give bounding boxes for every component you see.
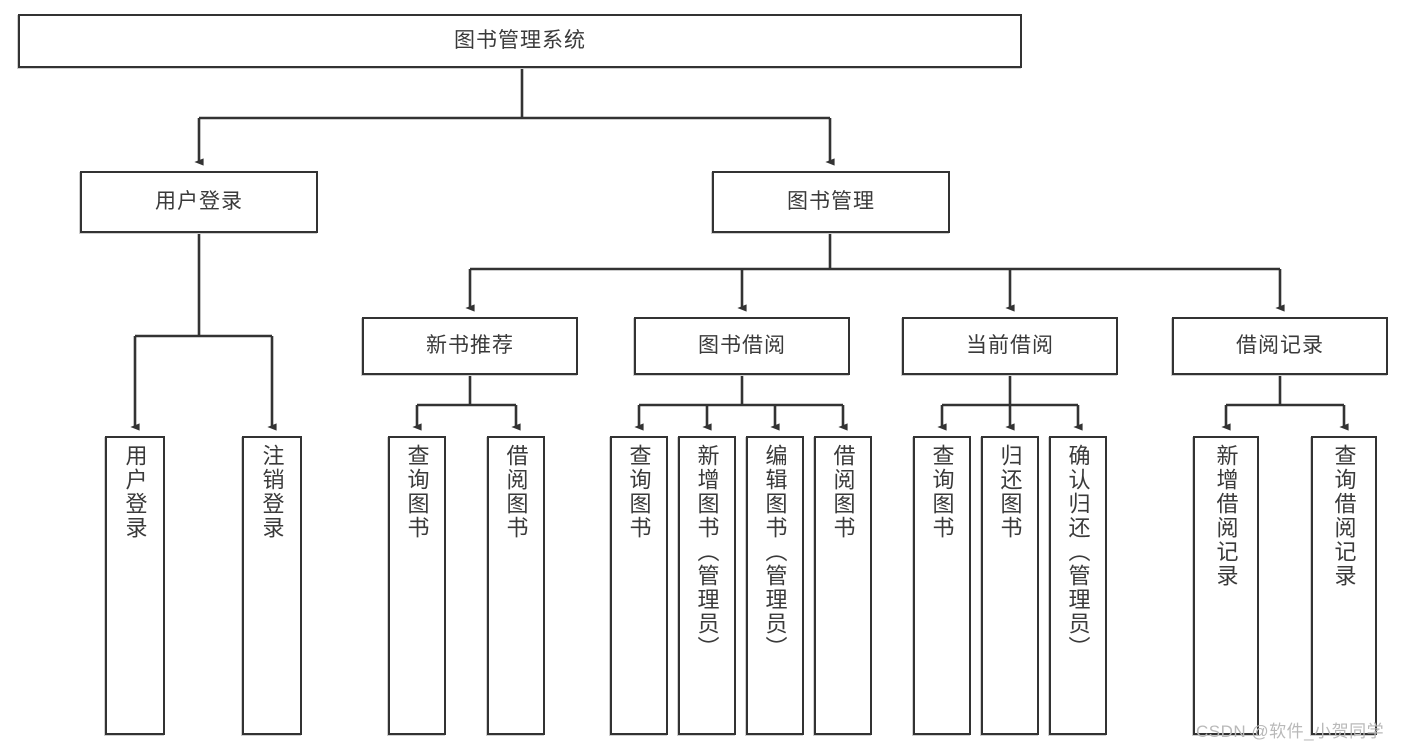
leaf-label: 归还图书 [997,444,1023,540]
node-borrow-records-label: 借阅记录 [1236,334,1324,358]
node-root[interactable]: 图书管理系统 [18,14,1022,68]
leaf-query-book-borrow[interactable]: 查询图书 [610,436,668,735]
leaf-label: 确认归还（管理员） [1065,444,1091,660]
node-new-book-recommend[interactable]: 新书推荐 [362,317,578,375]
leaf-query-borrow-record[interactable]: 查询借阅记录 [1311,436,1377,735]
node-current-borrow-label: 当前借阅 [966,334,1054,358]
leaf-add-borrow-record[interactable]: 新增借阅记录 [1193,436,1259,735]
leaf-label: 注销登录 [259,444,285,540]
leaf-label: 查询图书 [626,444,652,540]
leaf-label: 编辑图书（管理员） [762,444,788,660]
node-new-book-recommend-label: 新书推荐 [426,334,514,358]
leaf-borrow-book[interactable]: 借阅图书 [814,436,872,735]
leaf-label: 借阅图书 [830,444,856,540]
leaf-query-book-current[interactable]: 查询图书 [913,436,971,735]
leaf-label: 查询图书 [404,444,430,540]
node-user-login-label: 用户登录 [155,190,243,214]
leaf-label: 用户登录 [122,444,148,540]
leaf-label: 新增借阅记录 [1213,444,1239,588]
leaf-add-book-admin[interactable]: 新增图书（管理员） [678,436,736,735]
node-book-management[interactable]: 图书管理 [712,171,950,233]
node-book-borrow-label: 图书借阅 [698,334,786,358]
node-user-login[interactable]: 用户登录 [80,171,318,233]
leaf-label: 新增图书（管理员） [694,444,720,660]
leaf-confirm-return-admin[interactable]: 确认归还（管理员） [1049,436,1107,735]
leaf-return-book[interactable]: 归还图书 [981,436,1039,735]
node-borrow-records[interactable]: 借阅记录 [1172,317,1388,375]
leaf-user-login[interactable]: 用户登录 [105,436,165,735]
node-book-management-label: 图书管理 [787,190,875,214]
leaf-query-book-recommend[interactable]: 查询图书 [388,436,446,735]
node-root-label: 图书管理系统 [454,29,586,53]
leaf-label: 查询图书 [929,444,955,540]
leaf-label: 查询借阅记录 [1331,444,1357,588]
leaf-label: 借阅图书 [503,444,529,540]
node-current-borrow[interactable]: 当前借阅 [902,317,1118,375]
leaf-borrow-book-recommend[interactable]: 借阅图书 [487,436,545,735]
node-book-borrow[interactable]: 图书借阅 [634,317,850,375]
leaf-logout-login[interactable]: 注销登录 [242,436,302,735]
watermark: CSDN @软件_小贺同学 [1196,722,1385,741]
leaf-edit-book-admin[interactable]: 编辑图书（管理员） [746,436,804,735]
